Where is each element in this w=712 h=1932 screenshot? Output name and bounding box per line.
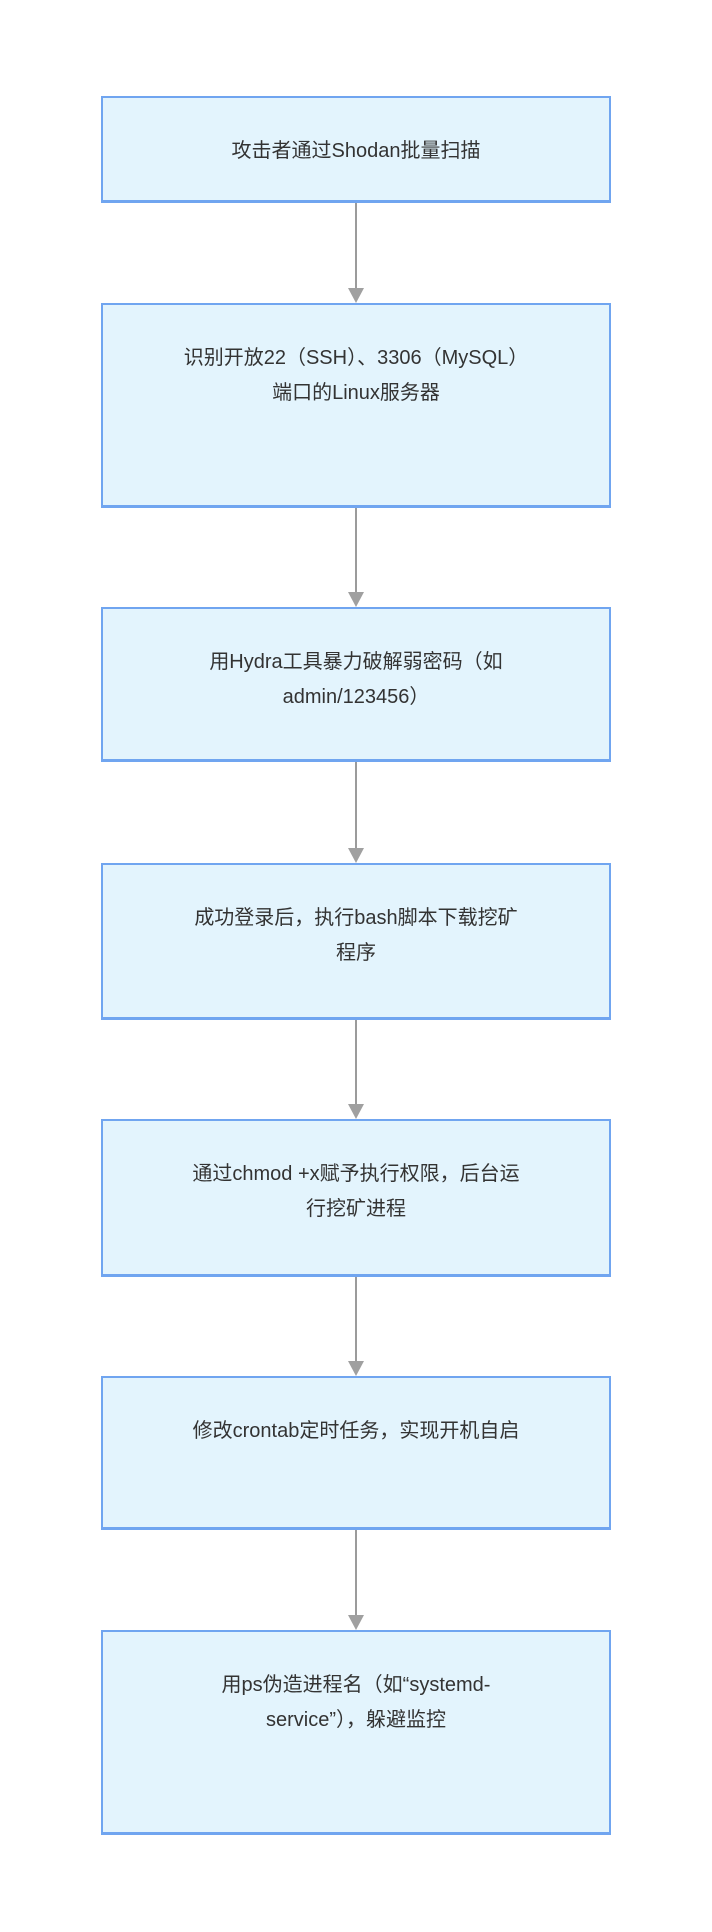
arrow-shaft: [355, 203, 357, 289]
arrow-shaft: [355, 1020, 357, 1105]
flow-arrow: [348, 508, 364, 607]
flow-arrow: [348, 1530, 364, 1630]
node-crontab-persistence: 修改crontab定时任务，实现开机自启: [101, 1376, 611, 1530]
node-label: 用Hydra工具暴力破解弱密码（如 admin/123456）: [209, 651, 503, 708]
node-label: 识别开放22（SSH）、3306（MySQL） 端口的Linux服务器: [183, 347, 529, 404]
node-ps-process-disguise: 用ps伪造进程名（如“systemd- service”），躲避监控: [101, 1630, 611, 1835]
node-label: 攻击者通过Shodan批量扫描: [231, 140, 481, 162]
arrowhead-icon: [348, 1361, 364, 1376]
flow-arrow: [348, 1277, 364, 1376]
arrow-shaft: [355, 762, 357, 849]
flow-arrow: [348, 762, 364, 863]
node-label: 成功登录后，执行bash脚本下载挖矿 程序: [194, 907, 518, 964]
flow-arrow: [348, 1020, 364, 1119]
node-label: 通过chmod +x赋予执行权限，后台运 行挖矿进程: [192, 1163, 520, 1220]
node-label: 用ps伪造进程名（如“systemd- service”），躲避监控: [221, 1674, 491, 1731]
arrowhead-icon: [348, 592, 364, 607]
arrow-shaft: [355, 508, 357, 593]
node-chmod-run-miner: 通过chmod +x赋予执行权限，后台运 行挖矿进程: [101, 1119, 611, 1277]
node-identify-open-ports: 识别开放22（SSH）、3306（MySQL） 端口的Linux服务器: [101, 303, 611, 508]
arrowhead-icon: [348, 1615, 364, 1630]
arrowhead-icon: [348, 288, 364, 303]
node-bash-download-miner: 成功登录后，执行bash脚本下载挖矿 程序: [101, 863, 611, 1020]
node-shodan-scan: 攻击者通过Shodan批量扫描: [101, 96, 611, 203]
flow-arrow: [348, 203, 364, 303]
node-label: 修改crontab定时任务，实现开机自启: [192, 1420, 520, 1442]
arrowhead-icon: [348, 1104, 364, 1119]
arrowhead-icon: [348, 848, 364, 863]
arrow-shaft: [355, 1277, 357, 1362]
arrow-shaft: [355, 1530, 357, 1616]
node-hydra-bruteforce: 用Hydra工具暴力破解弱密码（如 admin/123456）: [101, 607, 611, 762]
